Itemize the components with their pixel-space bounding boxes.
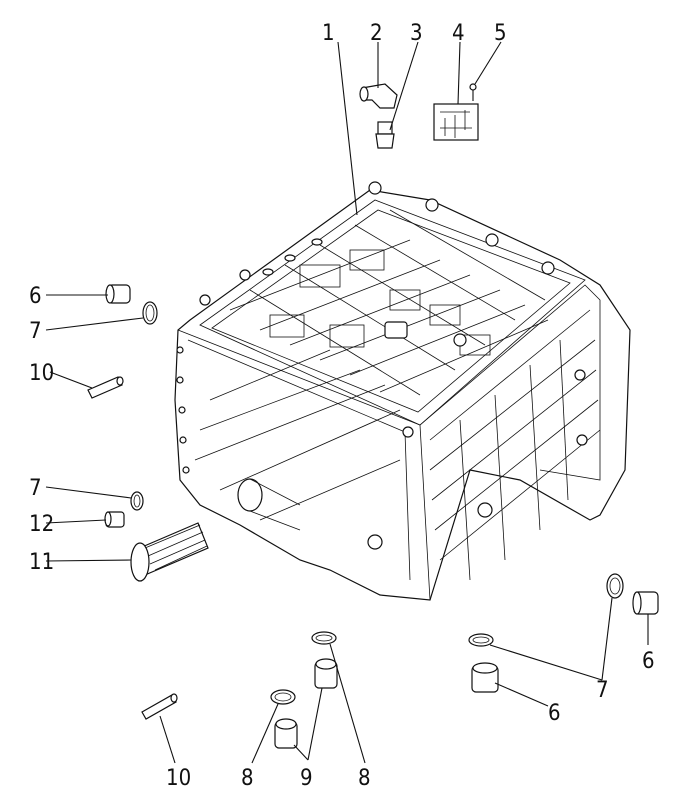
callout-2: 2 (370, 21, 383, 46)
part-6-plug-left (105, 284, 131, 304)
part-7-seal-ring-right (606, 573, 624, 599)
callout-12: 12 (29, 512, 54, 537)
part-9-plug-bottom-right (314, 658, 338, 689)
callout-7-left: 7 (29, 319, 42, 344)
callout-9-bottom: 9 (300, 766, 313, 791)
callout-8-bottom-left: 8 (241, 766, 254, 791)
part-12-plug (104, 511, 125, 528)
gearbox-housing (174, 181, 631, 601)
part-8-seal-ring-bottom-left (270, 689, 296, 705)
part-7-seal-ring-left (142, 301, 158, 325)
part-10-dowel-pin-left (87, 376, 124, 399)
callout-6-right: 6 (642, 649, 655, 674)
callout-7-mid: 7 (29, 476, 42, 501)
callout-6-left: 6 (29, 284, 42, 309)
part-6-plug-bottom (471, 662, 499, 693)
callout-10-bottom: 10 (166, 766, 191, 791)
callout-1: 1 (322, 21, 335, 46)
callout-6-bottom: 6 (548, 701, 561, 726)
part-6-plug-right (632, 591, 659, 615)
callout-11: 11 (29, 550, 54, 575)
callout-labels: 1 2 3 4 5 6 7 10 7 12 11 8 9 8 10 6 7 6 (29, 21, 655, 791)
part-5-screw (469, 83, 477, 101)
callout-3: 3 (410, 21, 423, 46)
part-9-plug-bottom-left (274, 718, 298, 749)
part-4-plate (433, 103, 479, 141)
part-8-seal-ring-bottom-right (311, 631, 337, 645)
callout-4: 4 (452, 21, 465, 46)
part-7-seal-ring-bottom (468, 633, 494, 647)
callout-7-right: 7 (596, 678, 609, 703)
part-2-elbow-fitting (359, 83, 398, 109)
part-3-sensor (375, 121, 395, 149)
part-7-seal-ring-mid (130, 491, 144, 511)
callout-8-bottom-right: 8 (358, 766, 371, 791)
callout-5: 5 (494, 21, 507, 46)
callout-10-left: 10 (29, 361, 54, 386)
leader-lines (45, 41, 649, 764)
part-10-dowel-pin-bottom (141, 693, 178, 720)
part-11-filter (130, 522, 209, 582)
